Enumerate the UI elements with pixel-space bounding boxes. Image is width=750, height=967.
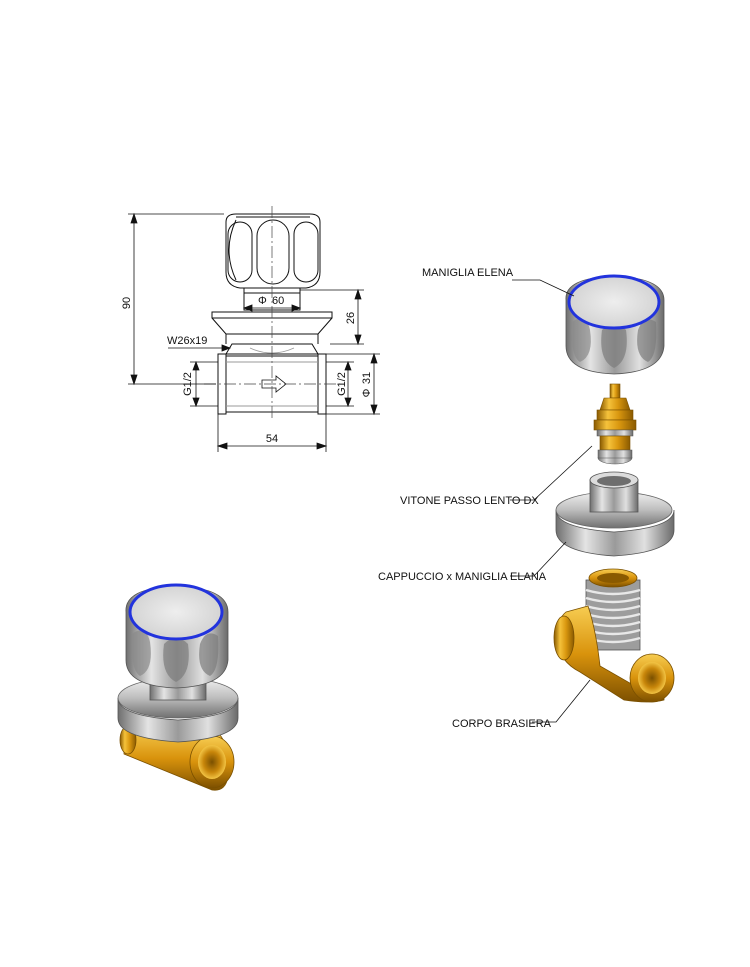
dim-cap-diameter [242, 304, 302, 312]
dim-overall-height-text: 90 [121, 297, 133, 309]
leader-lines [510, 279, 593, 723]
dim-port-right-text: G1/2 [336, 372, 348, 396]
dim-body-length-text: 54 [266, 433, 278, 445]
dim-cap-diameter-prefix: Φ [258, 295, 267, 307]
dim-body-diameter-prefix: Φ [361, 388, 373, 397]
leader-cap [510, 541, 567, 577]
dim-thread-text: W26x19 [167, 335, 207, 347]
assembled-body [119, 725, 235, 791]
callout-maniglia-elena: MANIGLIA ELENA [422, 267, 514, 279]
dim-body-length [216, 414, 328, 452]
leader-knob [512, 279, 575, 297]
dim-port-left-text: G1/2 [182, 372, 194, 396]
assembled-knob [125, 583, 229, 689]
dim-cap-height-text: 26 [345, 312, 357, 324]
exploded-knob [565, 274, 665, 375]
drawing-knob [225, 213, 321, 289]
dim-cap-diameter-text: 60 [272, 295, 284, 307]
callout-cappuccio: CAPPUCCIO x MANIGLIA ELANA [378, 571, 547, 583]
dim-overall-height [128, 212, 224, 386]
assembled-view [117, 583, 239, 791]
dim-port-left [190, 360, 218, 408]
leader-body [532, 679, 591, 723]
leader-cartridge [510, 445, 593, 501]
exploded-cap [555, 471, 675, 557]
exploded-cartridge [593, 383, 637, 465]
callout-corpo-brasiera: CORPO BRASIERA [452, 718, 552, 730]
technical-drawing [128, 206, 380, 452]
exploded-body [553, 568, 675, 703]
dim-port-right [326, 360, 354, 408]
exploded-view [510, 274, 675, 723]
dim-body-diameter [326, 352, 380, 416]
dim-body-diameter-text: 31 [361, 372, 373, 384]
dim-thread [168, 344, 232, 352]
callout-vitone: VITONE PASSO LENTO DX [400, 495, 539, 507]
dim-cap-height [300, 288, 364, 346]
